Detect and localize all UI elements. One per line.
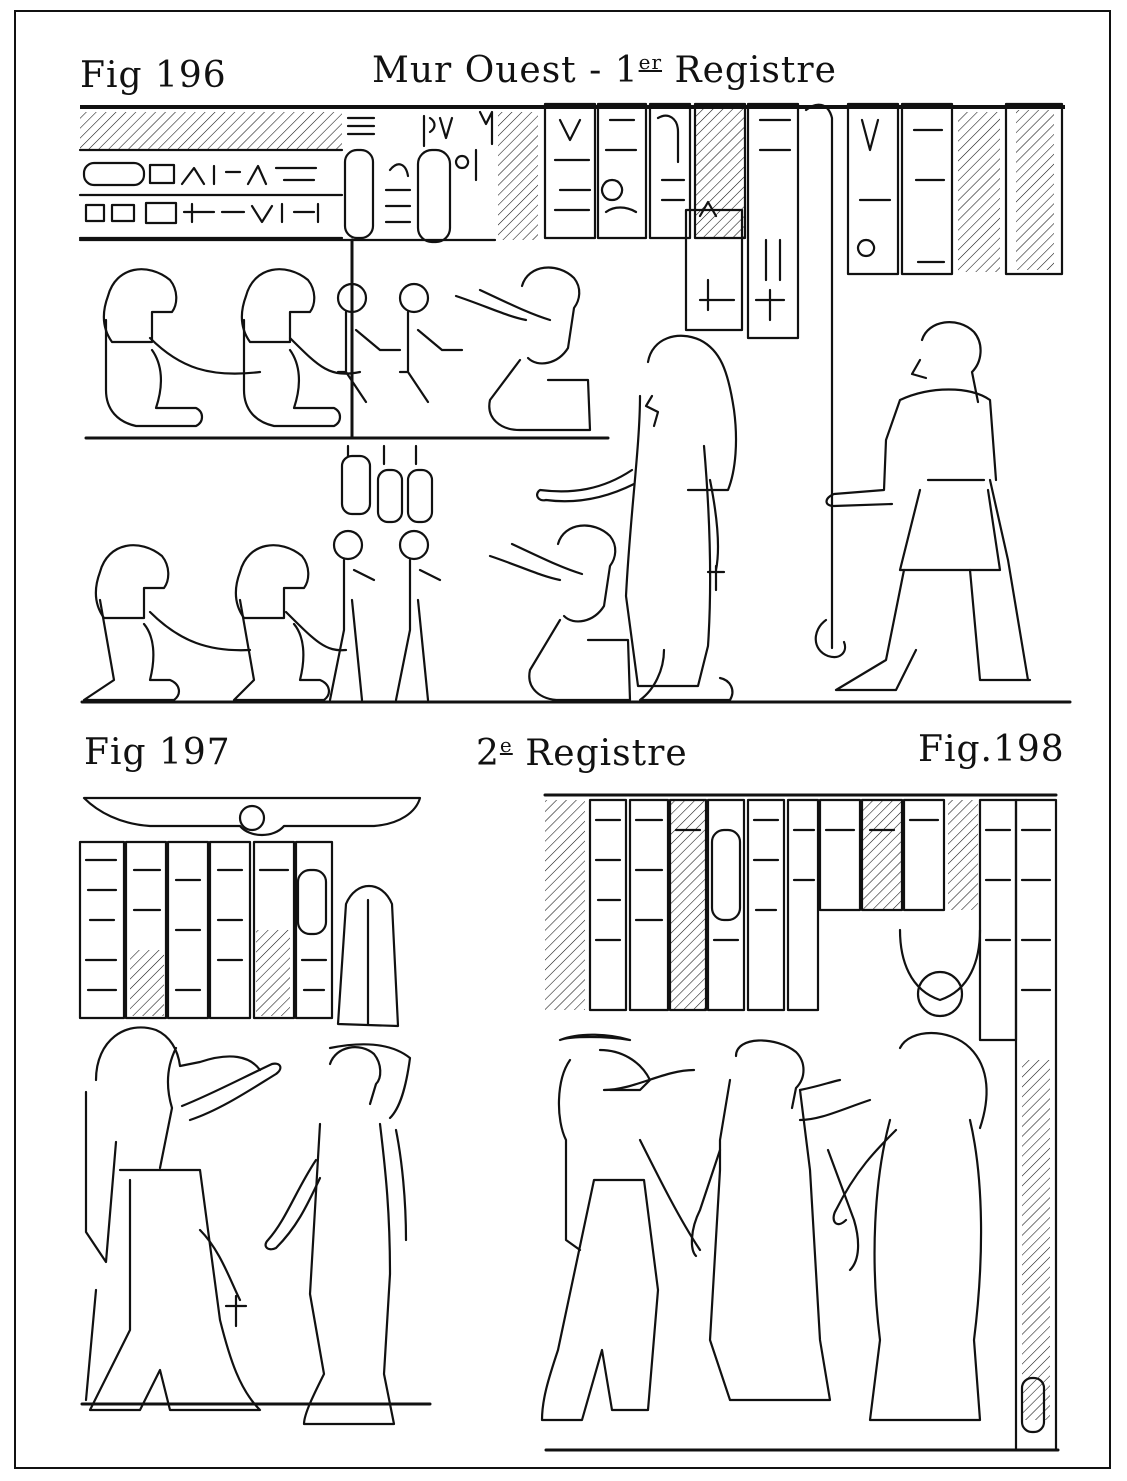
- standing-goddess: [264, 1043, 412, 1426]
- horned-goddess: [798, 1031, 988, 1422]
- child-figure: [328, 529, 442, 702]
- kneeling-figure: [488, 524, 632, 702]
- fig-197-label: Fig 197: [84, 732, 231, 773]
- heading-suffix: Registre: [512, 733, 688, 774]
- winged-sun-disk: [82, 796, 422, 837]
- double-plume-crown: [336, 885, 400, 1028]
- kneeling-figure: [454, 266, 592, 432]
- fig-196-scene: [78, 102, 1072, 704]
- kneeling-figure: [82, 544, 252, 702]
- mur-ouest-heading: Mur Ouest - 1er Registre: [372, 52, 837, 89]
- child-figure: [336, 282, 464, 404]
- kneeling-figure: [102, 268, 262, 428]
- hieroglyph-columns: [498, 102, 1064, 340]
- cow-horns-headdress: [898, 928, 982, 1002]
- fig-197-scene: [78, 796, 432, 1426]
- second-register-heading: 2e Registre: [476, 735, 688, 772]
- hieroglyph-lines: [78, 161, 344, 240]
- fig-198-label: Fig.198: [918, 729, 1065, 770]
- cartouche: [416, 148, 452, 244]
- hieroglyph-columns: [545, 798, 1058, 1452]
- fig-196-label: Fig 196: [80, 55, 227, 96]
- heading-number: 2: [476, 733, 500, 774]
- standing-king: [825, 321, 1032, 692]
- heading-suffix: Registre: [662, 50, 837, 91]
- staff: [804, 103, 834, 650]
- kneeling-figure: [240, 268, 362, 428]
- central-figure: [690, 1039, 860, 1402]
- kneeling-figure: [232, 544, 348, 702]
- ibis-headed-god: [84, 1026, 282, 1412]
- heading-text: Mur Ouest - 1: [372, 50, 639, 91]
- heading-ordinal: er: [638, 50, 663, 74]
- standing-woman: [536, 334, 738, 702]
- fig-198-scene: [540, 793, 1060, 1452]
- cartouche-group: [340, 444, 434, 524]
- heading-ordinal: e: [499, 733, 513, 757]
- cartouche: [343, 148, 375, 240]
- hieroglyph-columns: [78, 840, 334, 1020]
- ram-headed-god: [540, 1033, 702, 1422]
- plate-border: [14, 10, 1111, 1469]
